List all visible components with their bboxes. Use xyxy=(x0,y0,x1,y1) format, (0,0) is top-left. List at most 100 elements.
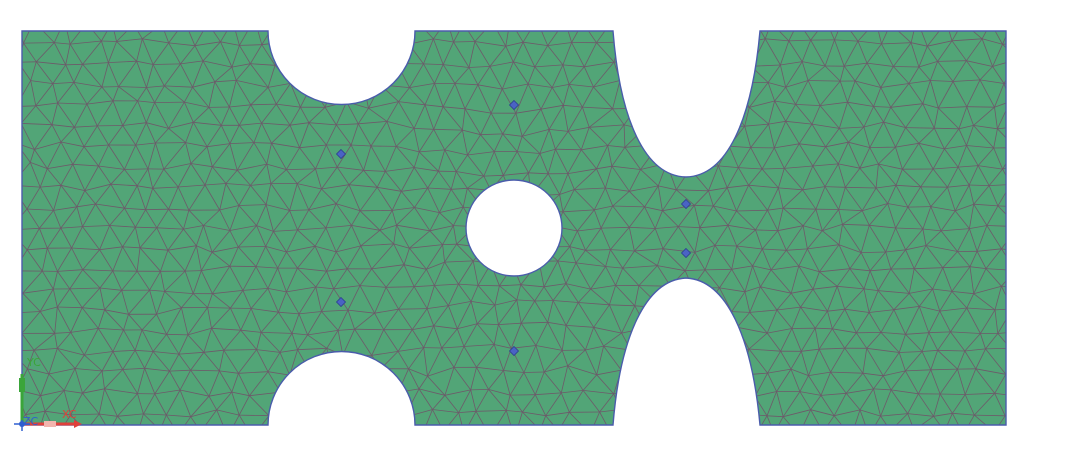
mesh-edge xyxy=(715,43,744,44)
mesh-edge xyxy=(289,23,297,42)
mesh-edge xyxy=(1010,331,1026,348)
mesh-edge xyxy=(621,370,632,390)
mesh-edge xyxy=(1018,227,1023,253)
mesh-edge xyxy=(717,83,727,102)
mesh-edge xyxy=(671,40,677,64)
mesh-edge xyxy=(301,59,311,85)
mesh-edge xyxy=(374,20,391,25)
mesh-edge xyxy=(729,375,741,389)
mesh-edge xyxy=(484,209,506,210)
mesh-edge xyxy=(692,287,701,311)
mesh-edge xyxy=(657,20,676,25)
mesh-edge xyxy=(1011,185,1028,208)
mesh-edge xyxy=(343,416,356,437)
mesh-edge xyxy=(661,102,683,106)
mesh-edge xyxy=(277,19,289,41)
mesh-edge xyxy=(298,431,328,434)
mesh-edge xyxy=(661,412,671,436)
mesh-edge xyxy=(661,352,670,374)
mesh-edge xyxy=(1010,85,1022,101)
mesh-edge xyxy=(301,43,313,60)
mesh-edge xyxy=(798,20,826,22)
mesh-edge xyxy=(657,40,671,64)
mesh-edge xyxy=(689,39,715,44)
mesh-edge xyxy=(15,313,22,334)
mesh-edge xyxy=(364,67,368,87)
mesh-edge xyxy=(473,248,485,261)
mesh-edge xyxy=(631,328,647,350)
mesh-edge xyxy=(876,21,891,24)
mesh-edge xyxy=(381,410,404,417)
mesh-edge xyxy=(332,370,347,396)
mesh-edge xyxy=(334,81,346,102)
mesh-edge xyxy=(700,23,726,24)
mesh-edge xyxy=(513,231,521,244)
mesh-edge xyxy=(16,123,21,143)
mesh-edge xyxy=(34,20,65,21)
mesh-edge xyxy=(661,352,679,353)
mesh-edge xyxy=(397,44,409,63)
mesh-edge xyxy=(799,432,823,435)
mesh-edge xyxy=(484,209,495,226)
mesh-edge xyxy=(524,372,544,373)
mesh-edge xyxy=(661,308,681,314)
mesh-edge xyxy=(703,370,715,391)
mesh-edge xyxy=(692,287,719,288)
mesh-edge xyxy=(671,286,682,314)
mesh-edge xyxy=(297,23,313,43)
mesh-edge xyxy=(291,59,302,83)
mesh-edge xyxy=(669,122,679,142)
mesh-edge xyxy=(715,370,730,390)
mesh-edge xyxy=(1004,84,1022,86)
mesh-edge xyxy=(644,129,659,144)
mesh-edge xyxy=(313,20,328,42)
mesh-edge xyxy=(713,410,723,431)
mesh-edge xyxy=(724,413,739,431)
mesh-edge xyxy=(535,225,542,247)
mesh-edge xyxy=(363,20,374,40)
mesh-edge xyxy=(495,211,506,227)
mesh-edge xyxy=(668,64,678,86)
mesh-edge xyxy=(136,430,160,438)
mesh-edge xyxy=(634,64,642,87)
mesh-edge xyxy=(374,369,381,397)
mesh-edge xyxy=(311,66,321,86)
mesh-edge xyxy=(65,20,87,23)
mesh-edge xyxy=(1015,252,1023,270)
mesh-edge xyxy=(309,370,327,395)
mesh-edge xyxy=(338,23,344,45)
mesh-edge xyxy=(697,106,707,128)
mesh-edge xyxy=(1006,374,1015,396)
mesh-edge xyxy=(660,390,682,394)
mesh-edge xyxy=(39,432,58,435)
mesh-edge xyxy=(697,127,713,129)
mesh-edge xyxy=(521,243,542,247)
mesh-edge xyxy=(661,431,677,436)
mesh-edge xyxy=(611,433,637,436)
mesh-edge xyxy=(24,43,55,44)
mesh-edge xyxy=(364,85,380,87)
mesh-edge xyxy=(720,327,737,333)
mesh-edge xyxy=(641,86,668,87)
mesh-edge xyxy=(1018,59,1022,85)
mesh-edge xyxy=(676,414,689,432)
triad-x-label: XC xyxy=(62,409,76,420)
mesh-edge xyxy=(690,87,707,107)
triad-y-marker xyxy=(19,378,25,392)
mesh-edge xyxy=(744,18,754,42)
mesh-edge xyxy=(682,375,689,390)
mesh-edge xyxy=(208,21,233,23)
mesh-edge xyxy=(155,102,185,103)
mesh-edge xyxy=(344,62,364,88)
mesh-edge xyxy=(1005,416,1017,436)
mesh-edge xyxy=(702,311,721,333)
mesh-edge xyxy=(334,414,343,436)
mesh-edge xyxy=(620,22,634,42)
mesh-edge xyxy=(280,392,295,393)
mesh-edge xyxy=(356,397,374,416)
mesh-edge xyxy=(444,432,465,434)
mesh-edge xyxy=(542,227,556,247)
mesh-edge xyxy=(423,432,444,435)
